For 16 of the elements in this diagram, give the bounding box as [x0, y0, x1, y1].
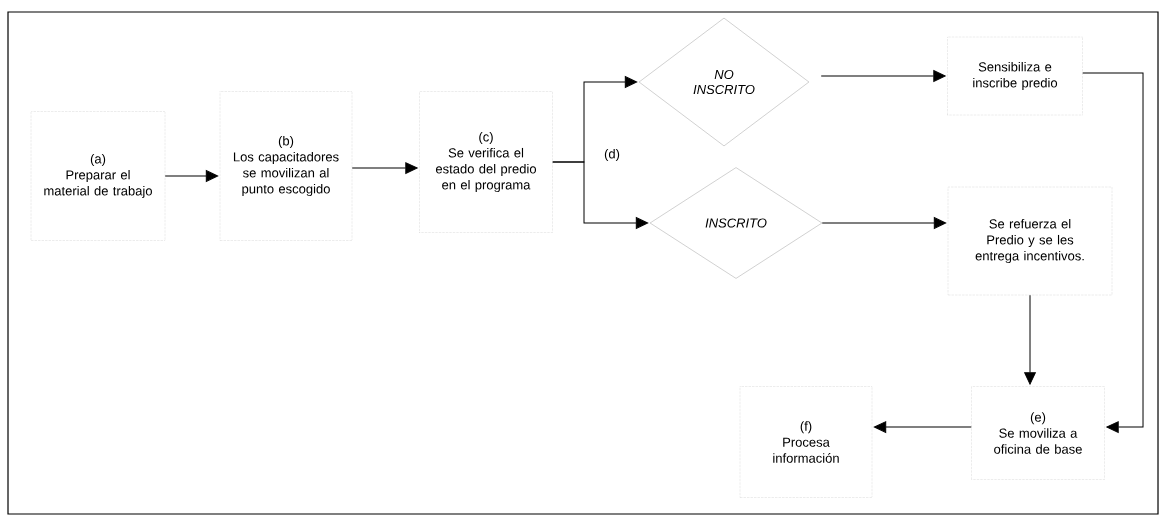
arrow [164, 170, 219, 182]
arrow [1082, 72, 1144, 433]
process-box: (b) Los capacitadores se movilizan al punto escogido [219, 91, 353, 241]
process-box: Se refuerza el Predio y se les entrega incentivos. [947, 186, 1113, 296]
process-box: (a) Preparar el material de trabajo [30, 111, 166, 241]
process-box: (e) Se moviliza a oficina de base [971, 386, 1105, 480]
arrow [351, 162, 418, 174]
arrow [820, 70, 946, 82]
arrow [873, 421, 972, 433]
arrow [821, 217, 947, 229]
process-box: (f) Procesa información [739, 386, 873, 498]
process-box: Sensibiliza e inscribe predio [947, 36, 1083, 116]
arrow [1024, 294, 1036, 385]
process-box: (c) Se verifica el estado del predio en el programa [419, 91, 553, 233]
arrow [552, 161, 649, 229]
step-label: (d) [604, 148, 620, 162]
